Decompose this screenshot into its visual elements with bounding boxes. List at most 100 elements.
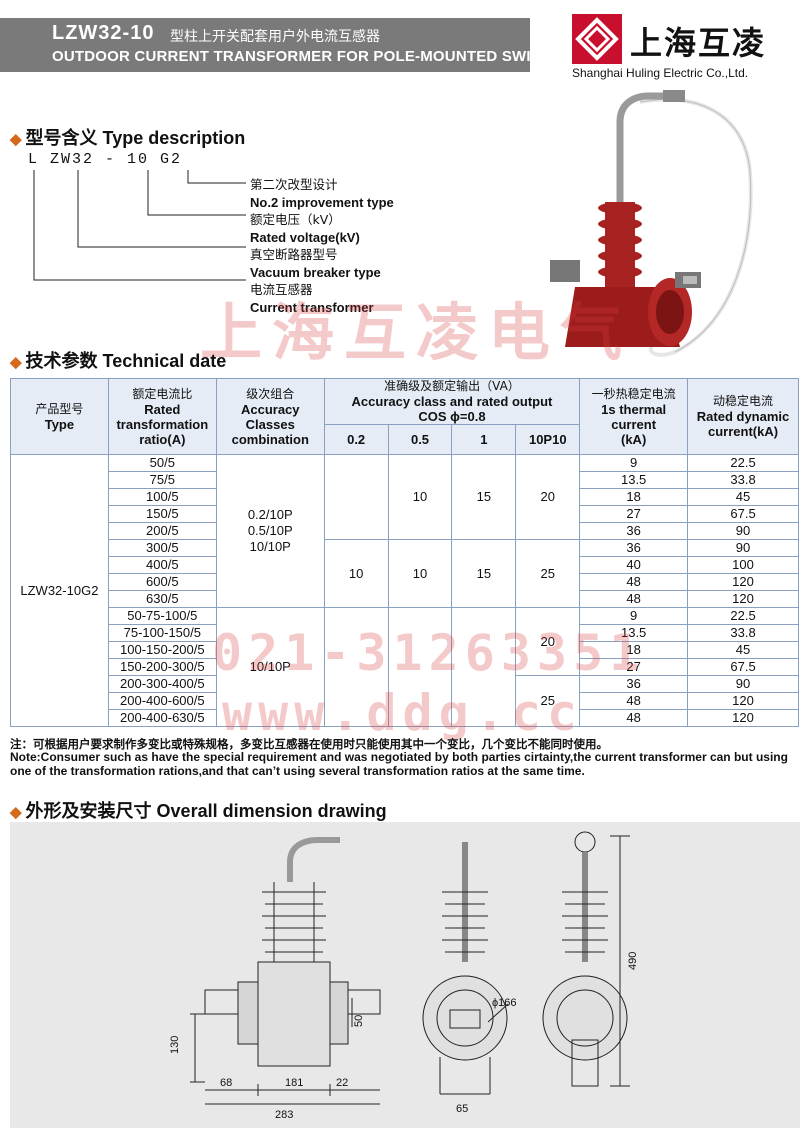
ratio-cell: 75-100-150/5 — [107, 624, 217, 642]
product-photo — [550, 90, 753, 357]
table-row: 150-200-300/5 27 67.5 — [11, 658, 799, 676]
back-cap — [574, 831, 596, 853]
thermal-cell: 36 — [579, 522, 689, 540]
ratio-cell: 75/5 — [107, 471, 217, 489]
back-ring-inner — [556, 989, 614, 1047]
type-item-cn: 真空断路器型号 — [250, 247, 338, 262]
dim-130: 130 — [169, 1036, 181, 1054]
technical-heading: ◆技术参数 Technical date — [10, 351, 227, 371]
diamond-icon: ◆ — [10, 354, 22, 371]
header-type: 产品型号 Type — [10, 378, 109, 455]
header-thermal: 一秒热稳定电流 1s thermal current (kA) — [579, 378, 689, 455]
thermal-cell: 48 — [579, 709, 689, 727]
back-terminal — [571, 1039, 599, 1087]
company-name-english: Shanghai Huling Electric Co.,Ltd. — [572, 66, 749, 80]
table-row: 630/5 48 120 — [11, 590, 799, 608]
table-row: 100/5 18 45 — [11, 488, 799, 506]
dynamic-cell: 33.8 — [687, 624, 799, 642]
accuracy-group-2: 10/10P — [215, 607, 325, 727]
thermal-cell: 13.5 — [579, 624, 689, 642]
dynamic-cell: 45 — [687, 641, 799, 659]
ratio-cell: 150-200-300/5 — [107, 658, 217, 676]
type-cell: LZW32-10G2 — [10, 454, 109, 727]
diamond-icon: ◆ — [10, 131, 22, 148]
table-row: 200-300-400/5 25 36 90 — [11, 675, 799, 727]
dimension-heading: ◆外形及安装尺寸 Overall dimension drawing — [10, 801, 387, 821]
ratio-cell: 630/5 — [107, 590, 217, 608]
dynamic-cell: 45 — [687, 488, 799, 506]
header-ratio: 额定电流比 Rated transformation ratio(A) — [107, 378, 217, 455]
type-item-cn: 额定电压（kV） — [250, 212, 341, 227]
dim-166: ϕ166 — [492, 997, 517, 1009]
dim-490: 490 — [627, 952, 639, 970]
thermal-cell: 40 — [579, 556, 689, 574]
model-title: LZW32-10 — [52, 22, 155, 44]
type-description-heading: ◆型号含义 Type description — [10, 128, 246, 148]
thermal-cell: 48 — [579, 573, 689, 591]
table-row: 200-400-630/5 48 120 — [11, 709, 799, 727]
table-row: 50-75-100/5 10/10P 20 9 22.5 — [11, 607, 799, 727]
table-row: 100-150-200/5 18 45 — [11, 641, 799, 659]
front-ring — [422, 975, 508, 1061]
thermal-cell: 9 — [579, 454, 689, 472]
dynamic-cell: 33.8 — [687, 471, 799, 489]
output-cell — [387, 607, 453, 727]
thermal-cell: 13.5 — [579, 471, 689, 489]
ratio-cell: 100/5 — [107, 488, 217, 506]
ratio-cell: 200-400-600/5 — [107, 692, 217, 710]
thermal-cell: 27 — [579, 505, 689, 523]
output-cell: 10 — [387, 454, 453, 540]
page-header: LZW32-10 型柱上开关配套用户外电流互感器 OUTDOOR CURRENT… — [0, 0, 810, 84]
dynamic-cell: 120 — [687, 573, 799, 591]
dynamic-cell: 67.5 — [687, 505, 799, 523]
dim-22: 22 — [336, 1077, 348, 1089]
thermal-cell: 48 — [579, 692, 689, 710]
header-dynamic: 动稳定电流 Rated dynamic current(kA) — [687, 378, 799, 455]
output-cell — [451, 607, 517, 727]
type-description-list: 第二次改型设计 No.2 improvement type 额定电压（kV） R… — [250, 176, 394, 316]
output-cell: 10 — [387, 539, 453, 608]
thermal-cell: 18 — [579, 641, 689, 659]
dynamic-cell: 100 — [687, 556, 799, 574]
dynamic-cell: 90 — [687, 675, 799, 693]
type-item-cn: 电流互感器 — [250, 282, 313, 297]
note-chinese: 注：可根据用户要求制作多变比或特殊规格，多变比互感器在使用时只能使用其中一个变比… — [10, 737, 608, 751]
header-class-0-2: 0.2 — [323, 424, 389, 455]
thermal-cell: 36 — [579, 539, 689, 557]
title-english: OUTDOOR CURRENT TRANSFORMER FOR POLE-MOU… — [52, 48, 563, 65]
company-logo-icon — [572, 14, 622, 64]
type-code: L ZW32 - 10 G2 — [28, 151, 183, 168]
dynamic-cell: 22.5 — [687, 454, 799, 472]
dynamic-cell: 22.5 — [687, 607, 799, 625]
dim-181: 181 — [285, 1077, 303, 1089]
ratio-cell: 200-400-630/5 — [107, 709, 217, 727]
type-item-cn: 第二次改型设计 — [250, 177, 338, 192]
ratio-cell: 400/5 — [107, 556, 217, 574]
header-class-10p10: 10P10 — [515, 424, 581, 455]
note-english: Note:Consumer such as have the special r… — [10, 750, 788, 778]
output-cell: 25 — [515, 539, 581, 608]
diamond-icon: ◆ — [10, 804, 22, 821]
output-cell: 20 — [515, 454, 581, 540]
ratio-cell: 50/5 — [107, 454, 217, 472]
dimension-drawing: 130 68 181 22 283 50 65 ϕ166 490 — [10, 822, 800, 1128]
type-item-en: Rated voltage(kV) — [250, 229, 360, 245]
ratio-cell: 150/5 — [107, 505, 217, 523]
type-item-en: Vacuum breaker type — [250, 264, 381, 280]
dynamic-cell: 90 — [687, 539, 799, 557]
output-cell: 15 — [451, 539, 517, 608]
output-cell: 15 — [451, 454, 517, 540]
output-cell: 20 — [515, 607, 581, 676]
ratio-cell: 200/5 — [107, 522, 217, 540]
type-item-en: Current transformer — [250, 299, 374, 315]
thermal-cell: 18 — [579, 488, 689, 506]
header-banner — [0, 18, 530, 72]
dynamic-cell: 67.5 — [687, 658, 799, 676]
front-window — [449, 1009, 481, 1029]
output-cell — [323, 607, 389, 727]
ratio-cell: 50-75-100/5 — [107, 607, 217, 625]
dynamic-cell: 120 — [687, 590, 799, 608]
type-item-en: No.2 improvement type — [250, 194, 394, 210]
dim-283: 283 — [275, 1109, 293, 1121]
type-code-leader-lines — [33, 170, 246, 281]
